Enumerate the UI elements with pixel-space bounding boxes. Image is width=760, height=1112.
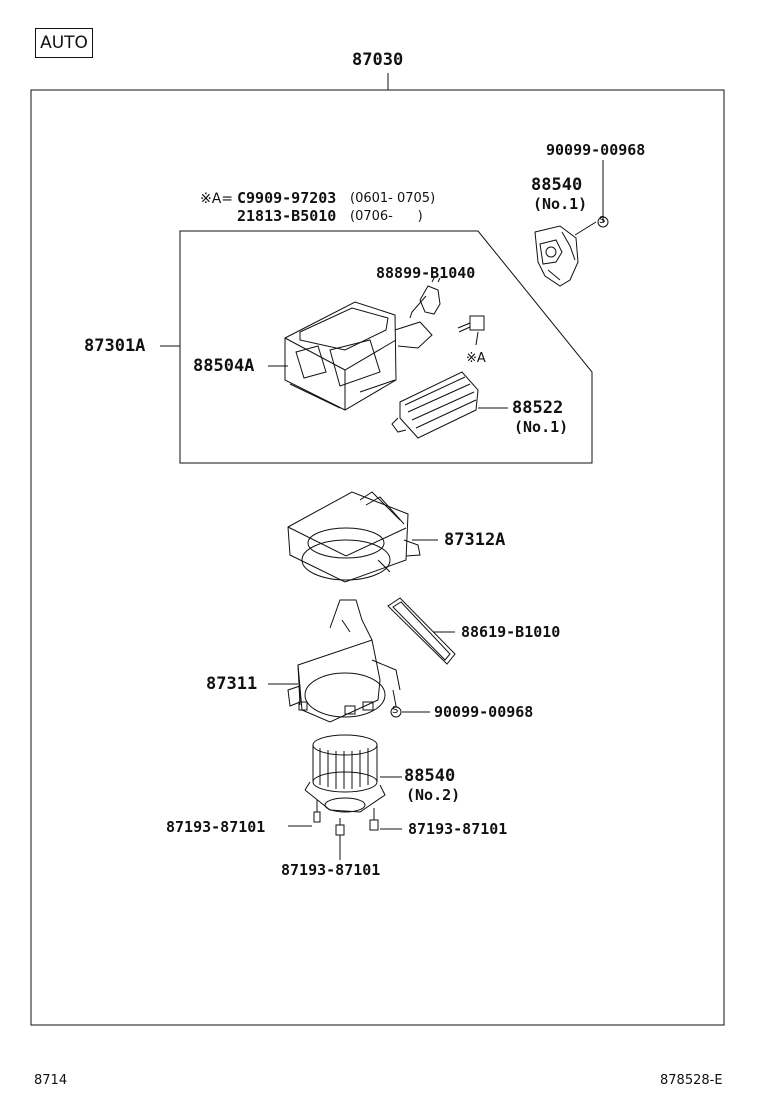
servo-motor-no1-drawing: [535, 226, 578, 286]
label-88540-no2: 88540: [404, 766, 456, 786]
screw-87193-right-drawing: [370, 808, 378, 830]
screw-mark-mid: [391, 707, 401, 717]
note-date-2: (0706- ): [350, 209, 423, 224]
label-88619: 88619-B1010: [461, 623, 561, 641]
auto-badge: AUTO: [35, 28, 93, 58]
screw-s-top: S: [599, 215, 606, 226]
assembly-number: 87030: [352, 50, 404, 70]
seal-88619-drawing: [388, 598, 455, 664]
note-part-1: C9909-97203: [237, 189, 337, 207]
case-87311-drawing: [288, 600, 400, 722]
note-prefix: ※A=: [200, 191, 234, 207]
label-87312A: 87312A: [444, 530, 506, 550]
screw-s-mid: S: [392, 705, 399, 716]
label-88540-no2-sub: (No.2): [406, 786, 461, 804]
subassembly-frame: [180, 231, 592, 463]
filter-88522-drawing: [392, 372, 478, 438]
screw-87193-left-drawing: [314, 800, 320, 822]
label-88899: 88899-B1040: [376, 264, 476, 282]
bolt-asterisk-a-drawing: [458, 316, 484, 332]
screw-87193-bottom-drawing: [336, 818, 344, 835]
label-88540-no1: 88540: [531, 175, 583, 195]
label-90099-top: 90099-00968: [546, 141, 646, 159]
label-87311: 87311: [206, 674, 258, 694]
assembly-frame: [31, 90, 724, 1025]
label-88504A: 88504A: [193, 356, 255, 376]
label-87193-bottom: 87193-87101: [281, 861, 381, 879]
label-87193-left: 87193-87101: [166, 818, 266, 836]
label-87193-right: 87193-87101: [408, 820, 508, 838]
label-88522-sub: (No.1): [514, 418, 569, 436]
actuator-88899-drawing: [410, 276, 440, 318]
footer-right: 878528-E: [660, 1073, 723, 1088]
label-asterisk-a: ※A: [466, 351, 486, 366]
note-part-2: 21813-B5010: [237, 207, 337, 225]
label-88540-no1-sub: (No.1): [533, 195, 588, 213]
screw-mark-top: [598, 217, 608, 227]
footer-left: 8714: [34, 1073, 68, 1088]
blower-case-88504A-drawing: [285, 302, 432, 410]
blower-motor-no2-drawing: [305, 735, 385, 812]
label-88522: 88522: [512, 398, 564, 418]
case-87312A-drawing: [288, 492, 420, 582]
label-87301A: 87301A: [84, 336, 146, 356]
label-90099-mid: 90099-00968: [434, 703, 534, 721]
note-date-1: (0601- 0705): [350, 191, 436, 206]
